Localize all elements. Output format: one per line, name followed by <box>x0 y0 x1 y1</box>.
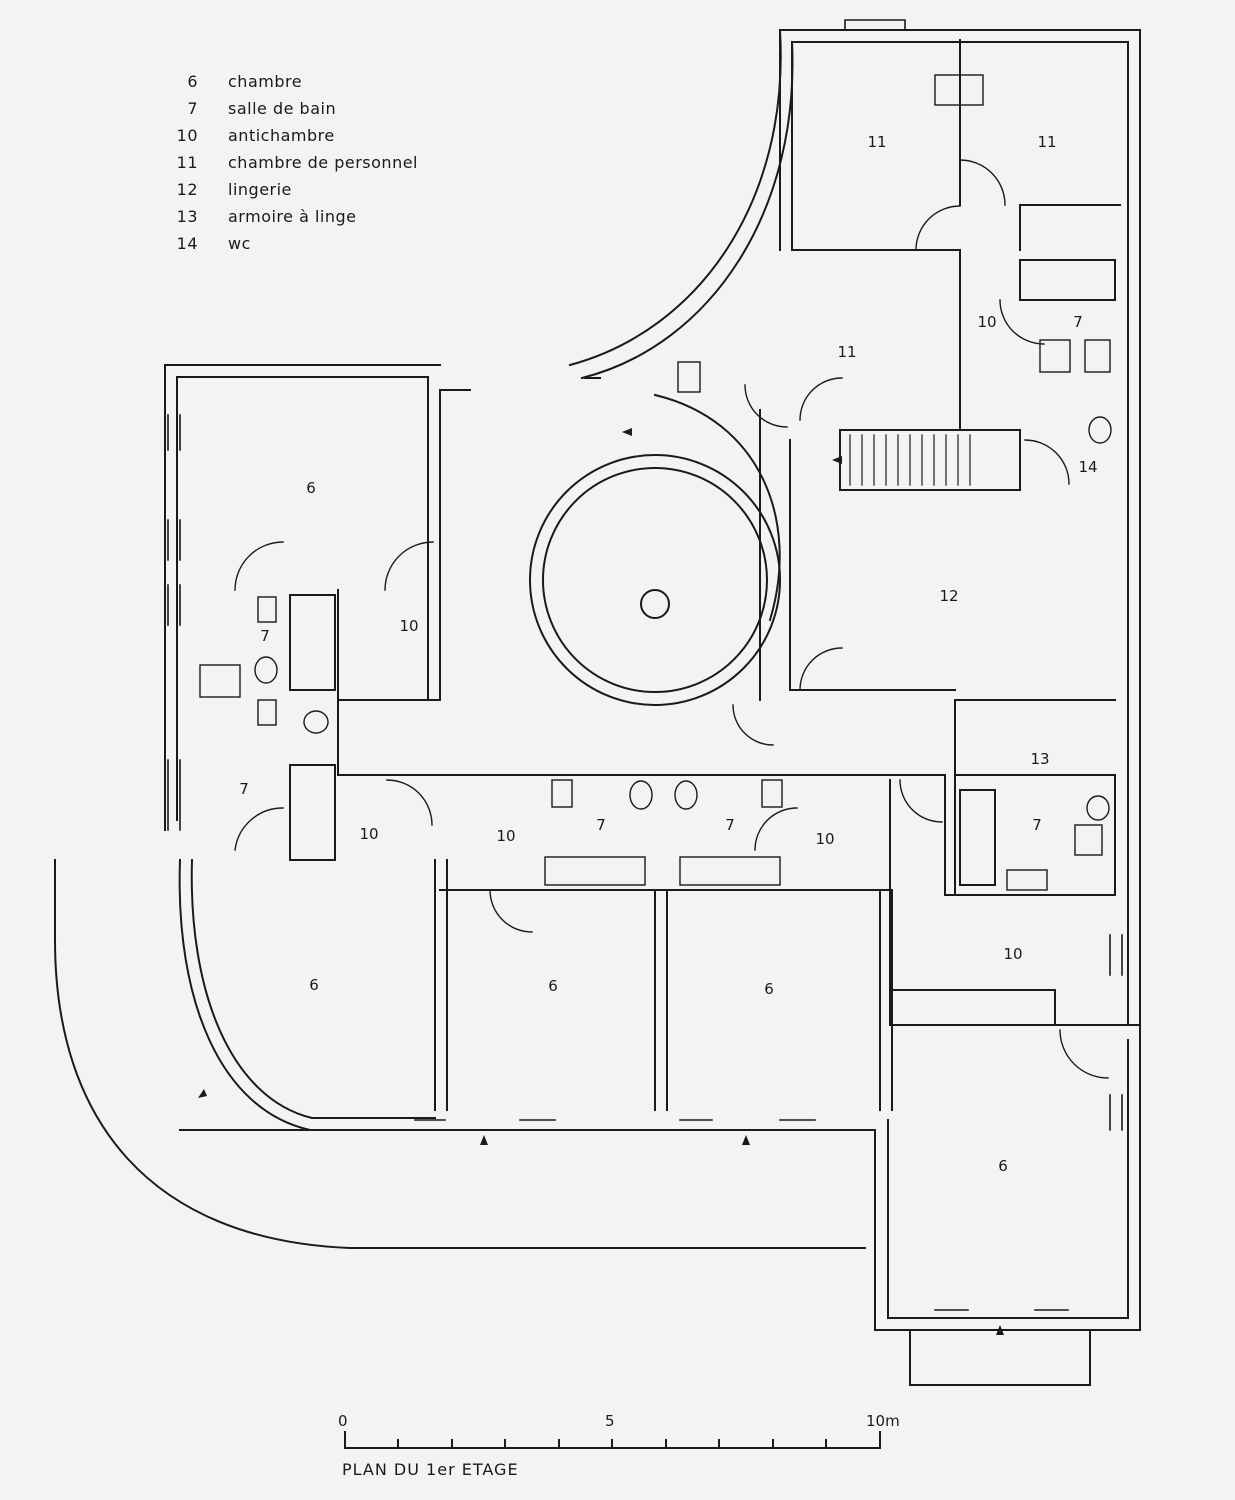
scale-bar <box>344 1431 881 1449</box>
room-label: 11 <box>1037 133 1056 151</box>
legend-number: 14 <box>176 234 198 253</box>
legend-number: 10 <box>176 126 198 145</box>
room-label: 13 <box>1030 750 1049 768</box>
legend-row: 6 chambre <box>150 72 418 99</box>
spiral-stair-outer <box>529 454 781 706</box>
legend-label: salle de bain <box>228 99 337 118</box>
room-label: 10 <box>977 313 996 331</box>
straight-stair <box>849 434 971 486</box>
wall-staff-wing-outer <box>779 29 1141 1026</box>
legend-number: 6 <box>187 72 198 91</box>
legend-number: 7 <box>187 99 198 118</box>
room-label: 7 <box>725 816 735 834</box>
room-label: 7 <box>239 780 249 798</box>
legend-number: 11 <box>176 153 198 172</box>
wall-lower-outer <box>889 779 1141 1026</box>
room-label: 6 <box>548 977 558 995</box>
plan-caption: PLAN DU 1er ETAGE <box>342 1460 519 1479</box>
room-label: 14 <box>1078 458 1097 476</box>
legend-row: 10 antichambre <box>150 126 418 153</box>
legend-row: 14 wc <box>150 234 418 261</box>
room-label: 6 <box>764 980 774 998</box>
room-label: 10 <box>359 825 378 843</box>
scale-tick-5: 5 <box>605 1412 615 1430</box>
legend-row: 13 armoire à linge <box>150 207 418 234</box>
legend-label: chambre <box>228 72 303 91</box>
room-label: 10 <box>496 827 515 845</box>
legend-label: lingerie <box>228 180 292 199</box>
room-label: 6 <box>306 479 316 497</box>
scale-tick-0: 0 <box>338 1412 348 1430</box>
terrace-outline <box>54 859 866 1249</box>
room-label: 10 <box>399 617 418 635</box>
room-label: 11 <box>837 343 856 361</box>
legend: 6 chambre 7 salle de bain 10 antichambre 11… <box>150 72 418 261</box>
legend-label: chambre de personnel <box>228 153 418 172</box>
wall-main-outer <box>164 364 441 831</box>
room-label: 6 <box>309 976 319 994</box>
room-label: 7 <box>596 816 606 834</box>
legend-row: 7 salle de bain <box>150 99 418 126</box>
legend-row: 12 lingerie <box>150 180 418 207</box>
room-label: 7 <box>260 627 270 645</box>
room-label: 7 <box>1073 313 1083 331</box>
wall-curved <box>568 28 782 367</box>
room-label: 11 <box>867 133 886 151</box>
legend-row: 11 chambre de personnel <box>150 153 418 180</box>
room-label: 10 <box>815 830 834 848</box>
legend-number: 13 <box>176 207 198 226</box>
scale-tick-10: 10m <box>866 1412 900 1430</box>
legend-number: 12 <box>176 180 198 199</box>
legend-label: antichambre <box>228 126 335 145</box>
room-label: 10 <box>1003 945 1022 963</box>
room-label: 6 <box>998 1157 1008 1175</box>
room-label: 7 <box>1032 816 1042 834</box>
legend-label: armoire à linge <box>228 207 357 226</box>
room-label: 12 <box>939 587 958 605</box>
legend-label: wc <box>228 234 251 253</box>
